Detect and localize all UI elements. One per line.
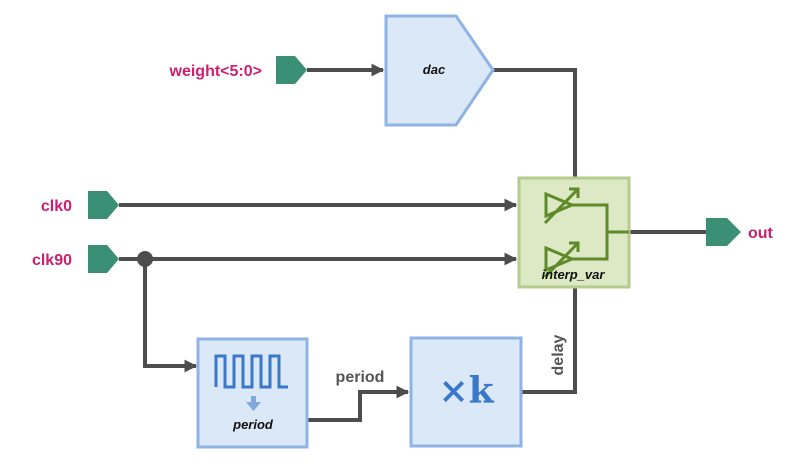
period-wire-label: period: [336, 369, 385, 386]
buffer-icon: [543, 187, 629, 279]
wire-period: [308, 385, 410, 422]
weight-port-label: weight<5:0>: [169, 63, 262, 80]
weight-port[interactable]: [276, 56, 307, 84]
delay-wire-label: delay: [550, 334, 567, 375]
clk90-port-label: clk90: [32, 252, 72, 269]
wire-delay: [522, 288, 577, 394]
clk0-port-label: clk0: [41, 198, 72, 215]
out-port[interactable]: [706, 218, 741, 246]
down-arrow-icon: [246, 396, 261, 411]
period-block-label: period: [232, 417, 274, 432]
multiplier-label: ×k: [438, 370, 494, 412]
wire-clk90-period: [143, 259, 198, 373]
clk0-port[interactable]: [88, 191, 119, 219]
clk90-port[interactable]: [88, 245, 119, 273]
interp-label: interp_var: [542, 267, 606, 282]
out-port-label: out: [748, 225, 774, 242]
junction-dot: [137, 251, 153, 267]
dac-label: dac: [423, 62, 446, 77]
wire-dac-interp: [493, 68, 577, 178]
dac-block[interactable]: [384, 14, 495, 127]
multiplier-block[interactable]: [409, 336, 523, 448]
square-wave-icon: [214, 354, 288, 389]
